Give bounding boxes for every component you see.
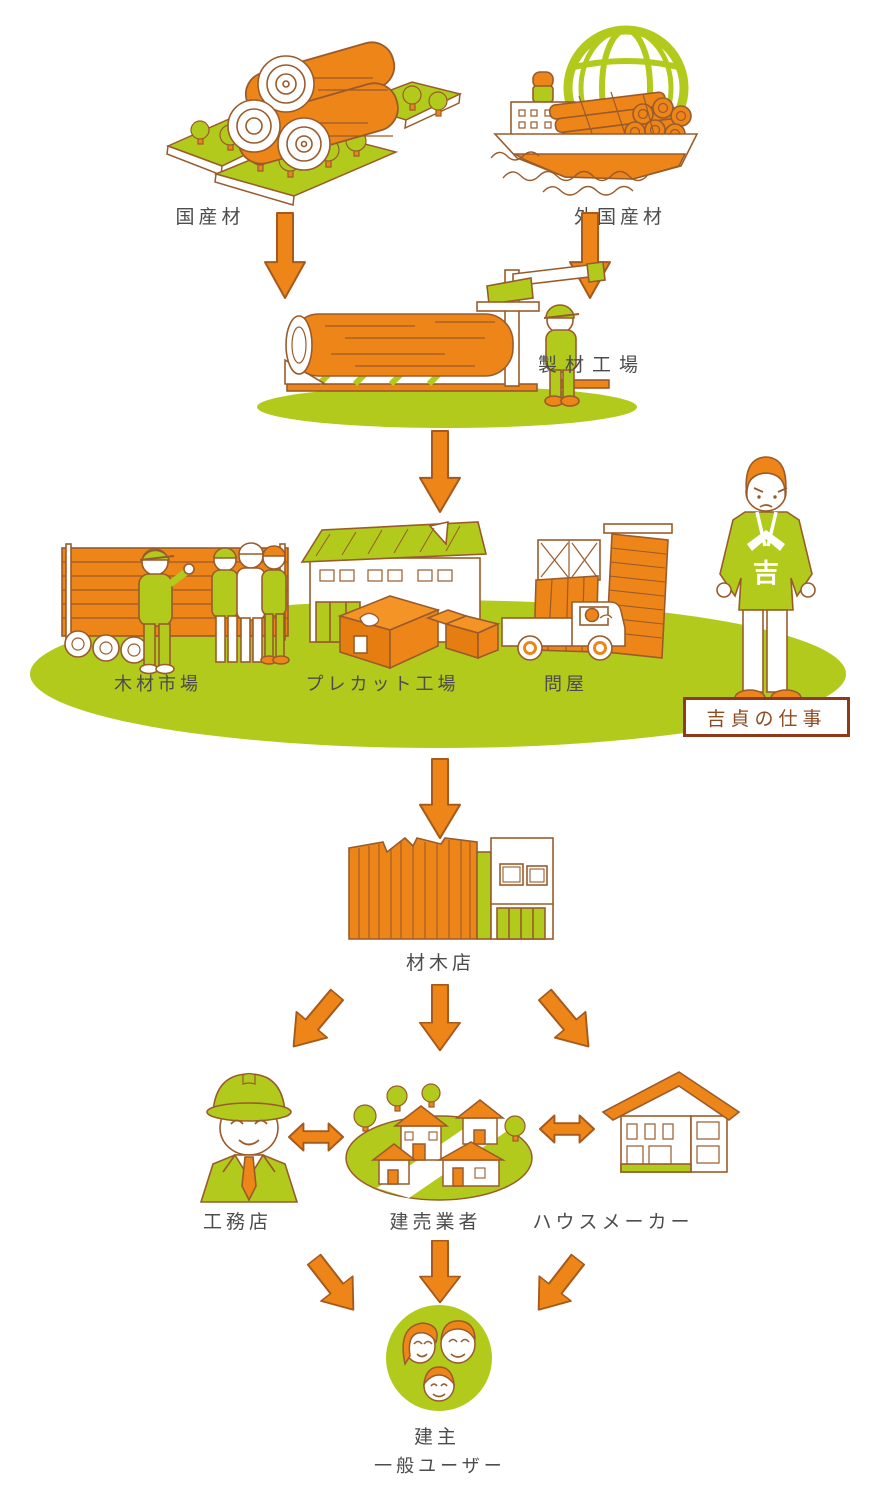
arrow-domestic-to-sawmill bbox=[263, 212, 307, 300]
arrow-developer-to-owner bbox=[418, 1240, 462, 1304]
precut-factory-icon bbox=[300, 520, 501, 670]
lumber-market-icon bbox=[61, 542, 290, 675]
developer-illustration bbox=[343, 1056, 535, 1204]
owner-label: 建主 bbox=[413, 1426, 460, 1448]
lumber-store-illustration bbox=[343, 826, 561, 948]
domestic-lumber-label: 国産材 bbox=[175, 206, 245, 228]
precut-factory-label: プレカット工場 bbox=[305, 674, 460, 695]
wholesaler-label: 問屋 bbox=[544, 674, 588, 695]
arrow-contractor-developer bbox=[287, 1120, 345, 1154]
yoshisada-work-label: 吉貞の仕事 bbox=[706, 707, 827, 730]
arrow-sawmill-to-stage bbox=[418, 430, 462, 514]
developer-label: 建売業者 bbox=[389, 1211, 482, 1233]
housemaker-illustration bbox=[597, 1060, 745, 1182]
housemaker-label: ハウスメーカー bbox=[532, 1211, 694, 1233]
arrow-contractor-to-owner bbox=[296, 1245, 371, 1324]
yoshisada-work-badge: 吉貞の仕事 bbox=[683, 697, 850, 737]
owner-sublabel: 一般ユーザー bbox=[374, 1456, 506, 1477]
arrow-store-to-contractor bbox=[276, 980, 355, 1062]
contractor-label: 工務店 bbox=[202, 1211, 272, 1233]
mascot-mark: 吉 bbox=[753, 559, 779, 589]
arrow-developer-housemaker bbox=[538, 1112, 596, 1146]
arrow-store-to-developer bbox=[418, 984, 462, 1052]
arrow-stage-to-store bbox=[418, 758, 462, 840]
domestic-lumber-illustration bbox=[158, 28, 463, 206]
arrow-store-to-housemaker bbox=[528, 980, 607, 1062]
owner-family-illustration bbox=[383, 1302, 495, 1414]
distribution-stage-illustration: 吉 bbox=[0, 452, 880, 752]
lumber-market-label: 木材市場 bbox=[114, 674, 202, 695]
lumber-store-label: 材木店 bbox=[405, 952, 475, 974]
wholesaler-icon bbox=[501, 523, 673, 661]
foreign-lumber-illustration bbox=[483, 8, 711, 203]
sawmill-label: 製材工場 bbox=[538, 354, 647, 376]
contractor-illustration bbox=[193, 1060, 305, 1203]
arrow-housemaker-to-owner bbox=[520, 1245, 595, 1324]
sawmill-illustration bbox=[255, 261, 645, 430]
